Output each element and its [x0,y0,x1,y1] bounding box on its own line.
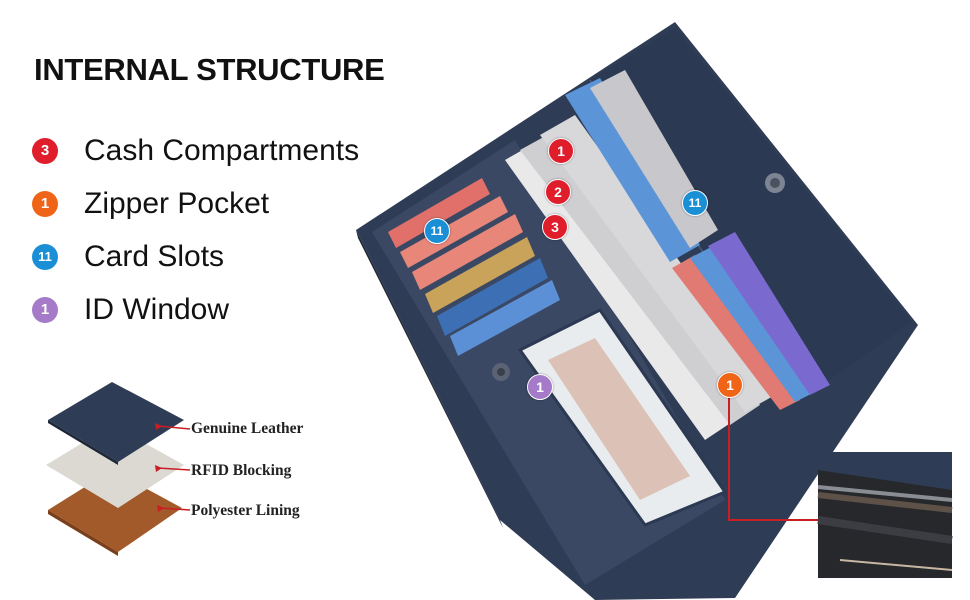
legend-label: ID Window [84,292,230,326]
callout-cash-2: 2 [545,179,571,205]
callout-cash-3: 3 [542,214,568,240]
zipper-detail-inset [817,452,953,578]
page-title: INTERNAL STRUCTURE [34,52,385,87]
count-badge: 1 [32,190,58,217]
callout-cards-left: 11 [424,218,450,244]
callout-cash-1: 1 [548,138,574,164]
count-badge: 3 [32,137,58,164]
legend-item-cards: 11 Card Slots [32,230,359,283]
zipper-leader-line [728,385,818,521]
count-badge: 11 [32,243,58,270]
feature-legend: 3 Cash Compartments 1 Zipper Pocket 11 C… [32,124,359,336]
wallet-flap [590,28,912,400]
callout-id-window: 1 [527,374,553,400]
callout-zipper: 1 [717,372,743,398]
rfid-blocking-layer [46,425,184,508]
legend-item-id: 1 ID Window [32,283,359,336]
cash-compartments [505,115,775,440]
genuine-leather-layer [48,382,184,462]
layer-label-rfid: RFID Blocking [191,462,292,479]
legend-label: Cash Compartments [84,133,360,167]
legend-label: Zipper Pocket [84,186,270,220]
layer-label-leather: Genuine Leather [191,420,304,437]
legend-label: Card Slots [84,239,225,273]
callout-cards-right: 11 [682,190,708,216]
count-badge: 1 [32,296,58,323]
legend-item-zipper: 1 Zipper Pocket [32,177,359,230]
legend-item-cash: 3 Cash Compartments [32,124,359,177]
card-slots-left [388,178,560,356]
polyester-lining-layer [48,470,182,552]
layer-label-lining: Polyester Lining [191,502,300,519]
